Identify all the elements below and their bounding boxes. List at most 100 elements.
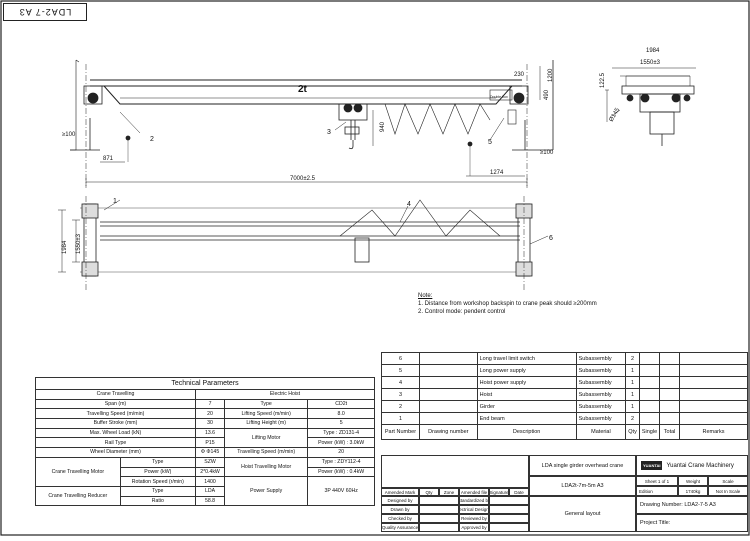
param-value: 30 <box>194 418 226 429</box>
param-value: 20 <box>194 408 226 420</box>
param-label: Power (kW) <box>318 468 346 475</box>
dim-1550-left: 1550±3 <box>76 233 82 254</box>
scale-value: Not In Scale <box>708 486 748 496</box>
param-label: Lifting Speed (m/min) <box>224 408 309 420</box>
sign-label: Reviewed by <box>459 514 489 523</box>
param-value: LDA <box>194 485 226 497</box>
part-qty: 1 <box>625 376 640 389</box>
technical-parameters-table: Technical Parameters Crane Travelling El… <box>35 377 376 507</box>
table-row: 5 Long power supply Subassembly 1 <box>381 364 748 377</box>
sign-label: Quality Assurance <box>381 523 419 532</box>
param-label: Buffer Stroke (mm) <box>35 418 196 429</box>
param-label: Power (kW) <box>318 439 346 446</box>
part-number: 1 <box>381 412 420 425</box>
part-qty: 2 <box>625 412 640 425</box>
param-value: ZD131-4 <box>338 430 360 437</box>
part-description: Long travel limit switch <box>476 352 577 365</box>
sign-label: Checked by <box>381 514 419 523</box>
part-number: 6 <box>381 352 420 365</box>
plan-view <box>58 196 549 290</box>
dim-1984-left: 1984 <box>62 240 68 254</box>
balloon-4: 4 <box>407 201 411 208</box>
header-description: Description <box>476 424 577 440</box>
table-row: 4 Hoist power supply Subassembly 1 <box>381 376 748 389</box>
param-value: 7 <box>194 398 226 410</box>
param-label: Travelling Speed (m/min) <box>224 447 309 458</box>
sign-label: Drawn by <box>381 505 419 514</box>
param-value: 8.0 <box>307 408 375 420</box>
sign-field <box>489 523 529 532</box>
param-value: 2*0.4kW <box>194 466 226 478</box>
sheet-number: Sheet 1 of 1 <box>636 476 678 486</box>
dim-1984-top: 1984 <box>646 48 660 54</box>
header-material: Material <box>575 424 627 440</box>
balloon-2: 2 <box>150 136 154 143</box>
dim-min-100-right: ≥100 <box>540 150 554 156</box>
part-number: 5 <box>381 364 420 377</box>
sign-field <box>419 496 459 505</box>
sign-label: Approved by <box>459 523 489 532</box>
sign-field <box>419 505 459 514</box>
capacity-label: 2t <box>298 84 308 95</box>
title-block: Amended Mark Qty Zone Amended file Signa… <box>381 455 748 534</box>
sign-field <box>489 505 529 514</box>
param-value: 20 <box>307 447 375 458</box>
table-row: 2 Girder Subassembly 1 <box>381 400 748 413</box>
part-number: 3 <box>381 388 420 401</box>
param-group-label: Crane Travelling Motor <box>35 456 121 487</box>
rev-header: Zone <box>439 488 459 496</box>
param-value: Φ Φ145 <box>194 447 226 458</box>
param-value: 3.0kW <box>349 439 365 446</box>
scale-label: Scale <box>708 476 748 486</box>
part-description: Hoist <box>476 388 577 401</box>
param-value: 13.6 <box>194 427 226 439</box>
param-value: 5 <box>307 418 375 429</box>
dim-490: 490 <box>544 89 550 100</box>
balloon-5: 5 <box>488 139 492 146</box>
part-material: Subassembly <box>575 364 627 377</box>
part-qty: 1 <box>625 364 640 377</box>
part-material: Subassembly <box>575 388 627 401</box>
param-label: Type <box>323 430 335 437</box>
electric-hoist-header: Electric Hoist <box>194 389 376 400</box>
weight-value: 1740kg <box>678 486 708 496</box>
param-label: Type <box>119 456 196 468</box>
param-value: SZW <box>194 456 226 468</box>
drawing-labels: 2t 7000±2.5 871 1274 ≥100 ≥100 230 490 1… <box>62 48 661 254</box>
part-material: Subassembly <box>575 352 627 365</box>
part-description: Girder <box>476 400 577 413</box>
rev-header: Signature <box>489 488 509 496</box>
param-label: Travelling Speed (m/min) <box>35 408 196 420</box>
rev-header: Amended Mark <box>381 488 419 496</box>
param-value: Power (kW) : 0.4kW <box>307 466 375 478</box>
balloon-1: 1 <box>113 198 117 205</box>
part-qty: 2 <box>625 352 640 365</box>
side-view <box>605 67 696 146</box>
balloon-3: 3 <box>327 129 331 136</box>
param-group-label: Crane Travelling Reducer <box>35 485 121 507</box>
param-label: Power (kW) <box>119 466 196 478</box>
param-label: Type <box>119 485 196 497</box>
param-label: Type <box>321 459 333 466</box>
notes: Note: 1. Distance from workshop backspin… <box>418 292 597 316</box>
product-name: LDA single girder overhead crane <box>529 455 636 476</box>
weight-label: Weight <box>678 476 708 486</box>
rev-header: Amended file <box>459 488 489 496</box>
param-group-label: Lifting Motor <box>224 427 309 449</box>
part-material: Subassembly <box>575 376 627 389</box>
param-label: Ratio <box>119 495 196 507</box>
front-view <box>70 59 554 188</box>
part-qty: 1 <box>625 388 640 401</box>
rev-header: Qty <box>419 488 439 496</box>
param-value: 58.8 <box>194 495 226 507</box>
param-label: Rotation Speed (r/min) <box>119 476 196 487</box>
dim-940: 940 <box>380 121 386 132</box>
dim-min-100-left: ≥100 <box>62 132 76 138</box>
double-beam-label: Double box <box>490 95 508 99</box>
span-dimension: 7000±2.5 <box>290 176 316 182</box>
param-label: Wheel Diameter (mm) <box>35 447 196 458</box>
param-value: 0.4kW <box>349 468 365 475</box>
param-value: Power (kW) : 3.0kW <box>307 437 375 449</box>
